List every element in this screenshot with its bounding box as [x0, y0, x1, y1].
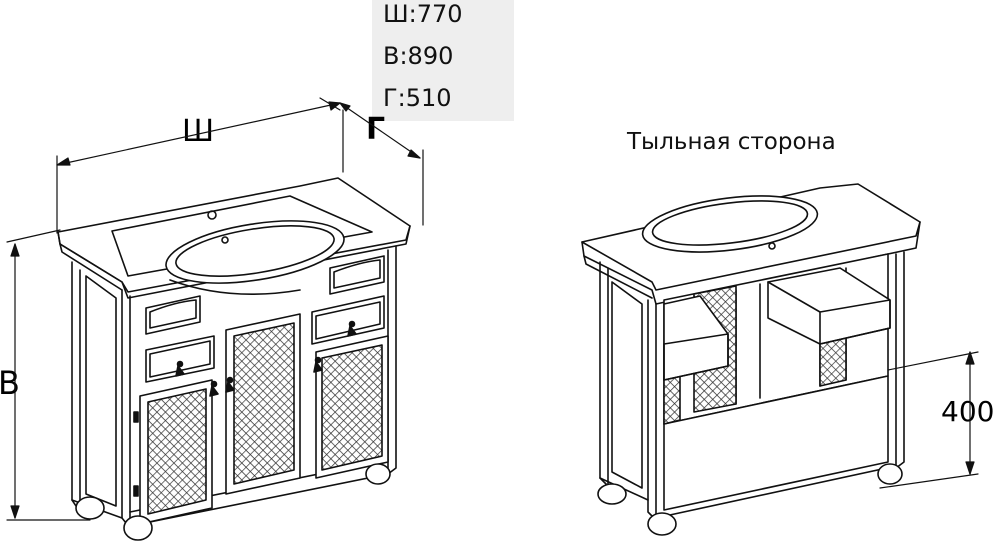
height-dimension: [7, 230, 90, 520]
width-dimension: [57, 98, 340, 233]
front-view-cabinet: [7, 98, 423, 540]
back-view-title: Тыльная сторона: [627, 129, 836, 155]
back-view-cabinet: [582, 184, 978, 535]
spec-width: Ш:770: [383, 0, 463, 28]
back-height-dimension: [880, 352, 978, 488]
spec-height: В:890: [383, 42, 454, 70]
back-height-dimension-value: 400: [941, 395, 995, 428]
spec-depth: Г:510: [383, 84, 452, 112]
spec-box: [372, 0, 514, 121]
depth-dimension: [340, 103, 423, 225]
depth-dimension-label: Г: [366, 112, 386, 147]
